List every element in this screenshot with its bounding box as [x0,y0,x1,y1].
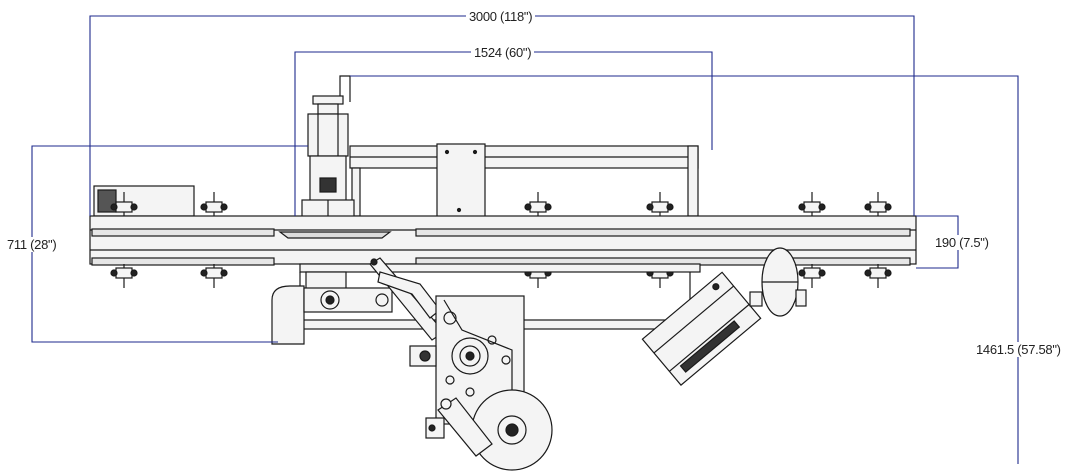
rail-clamp [864,264,892,288]
drive-assembly [271,285,393,345]
applicator-tower [301,75,355,224]
rail-clamp [524,192,552,216]
rail-clamp [110,264,138,288]
guide-rail-clamps [110,192,892,288]
printer-module [641,271,762,386]
rail-clamp [110,192,138,216]
conveyor-span-label: 1524 (60") [471,45,535,60]
overall-length-label: 3000 (118") [466,9,536,24]
rail-clamp [798,264,826,288]
overall-height-dimension-line [350,75,1019,464]
upper-frame [349,145,699,217]
rail-clamp [200,192,228,216]
control-box [436,143,486,219]
labeling-machine [89,75,917,471]
depth-label: 711 (28") [4,237,60,252]
conveyor-height-label: 190 (7.5") [932,235,992,250]
rail-clamp [200,264,228,288]
left-motor-box [93,185,195,217]
rail-clamp [646,192,674,216]
rail-clamp [798,192,826,216]
rail-clamp [864,192,892,216]
sensor-mount [749,247,807,317]
label-roll [425,389,553,471]
overall-height-label: 1461.5 (57.58") [973,342,1064,357]
